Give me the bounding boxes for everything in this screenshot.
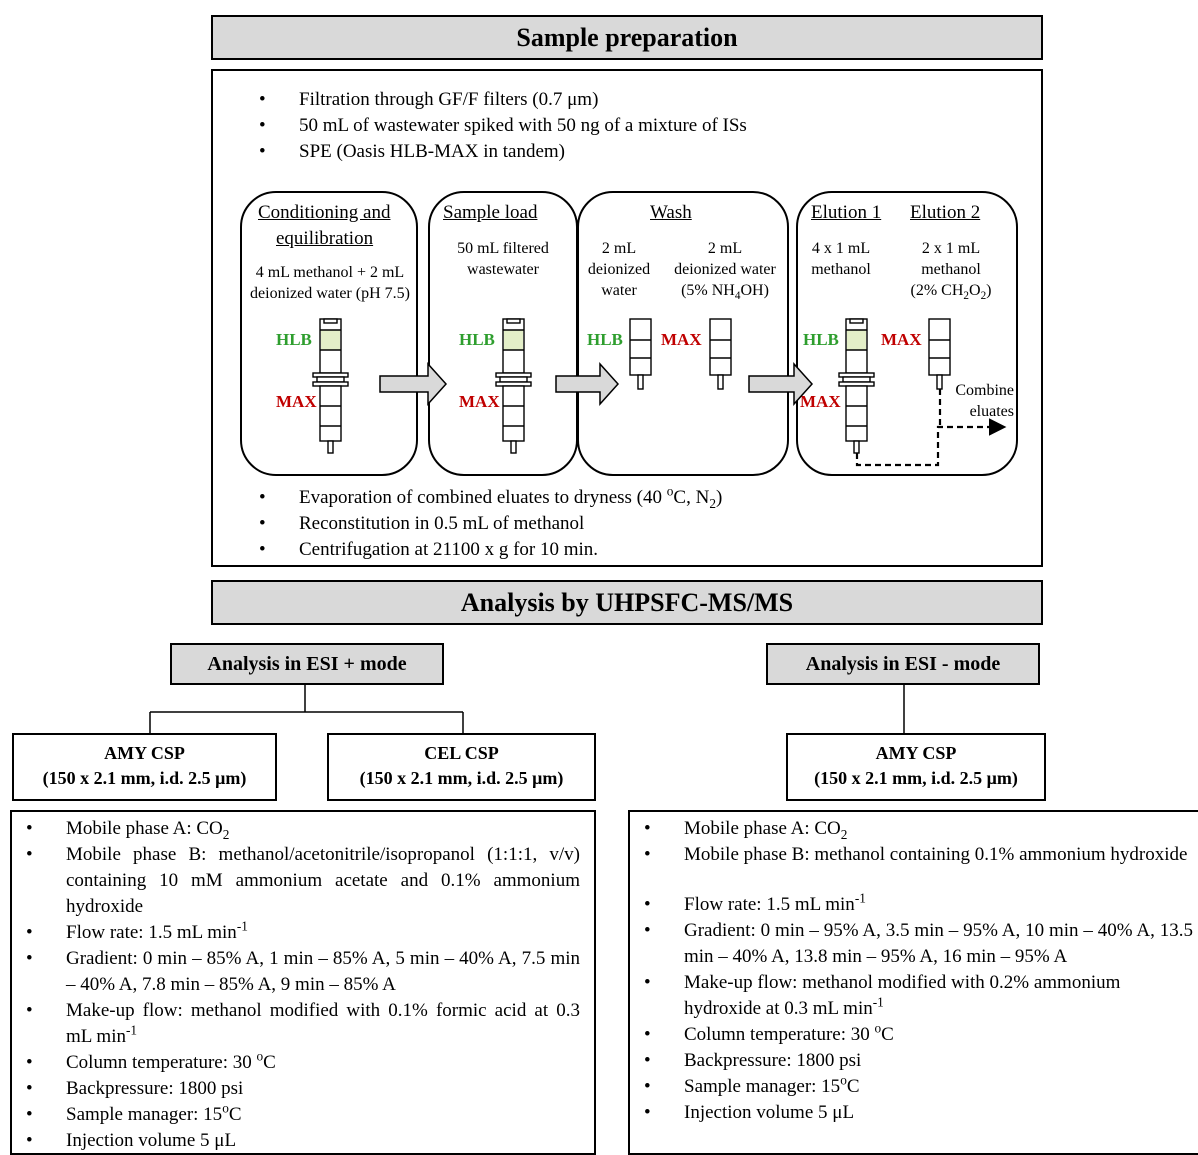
- label-max-elution-2: MAX: [881, 330, 922, 349]
- flow-arrow-icon: [379, 362, 814, 406]
- column-amy-positive: AMY CSP(150 x 2.1 mm, i.d. 2.5 μm): [12, 733, 277, 801]
- stage-elution: [796, 191, 1018, 476]
- stage-wash: [577, 191, 789, 476]
- prep-top-list: Filtration through GF/F filters (0.7 μm)…: [253, 87, 747, 165]
- stage-conditioning-title-2: equilibration: [276, 228, 374, 249]
- pos-mobile-phase-b: Mobile phase B: methanol/acetonitrile/is…: [20, 842, 580, 920]
- mode-esi-negative: Analysis in ESI - mode: [766, 643, 1040, 685]
- label-hlb-wash: HLB: [587, 330, 623, 349]
- pos-sample-manager: Sample manager: 15oC: [20, 1102, 580, 1128]
- cartridge-max-elution-icon: [928, 318, 951, 390]
- neg-flow-rate: Flow rate: 1.5 mL min-1: [638, 892, 1193, 918]
- neg-column-temperature: Column temperature: 30 oC: [638, 1022, 1193, 1048]
- column-cel-positive: CEL CSP(150 x 2.1 mm, i.d. 2.5 μm): [327, 733, 596, 801]
- prep-step-filtration: Filtration through GF/F filters (0.7 μm): [253, 87, 747, 113]
- neg-sample-manager: Sample manager: 15oC: [638, 1074, 1193, 1100]
- cartridge-hlb-wash-icon: [629, 318, 652, 390]
- analysis-header: Analysis by UHPSFC-MS/MS: [211, 580, 1043, 625]
- conditions-positive-box: Mobile phase A: CO2 Mobile phase B: meth…: [10, 810, 596, 1155]
- sample-preparation-header: Sample preparation: [211, 15, 1043, 60]
- neg-backpressure: Backpressure: 1800 psi: [638, 1048, 1193, 1074]
- stage-sample-load-title: Sample load: [443, 202, 538, 223]
- label-hlb-load: HLB: [459, 330, 495, 349]
- mode-esi-positive-label: Analysis in ESI + mode: [207, 652, 407, 675]
- pos-injection-volume: Injection volume 5 μL: [20, 1128, 580, 1154]
- cartridge-tandem-load-icon: [495, 318, 532, 454]
- column-amy-negative: AMY CSP(150 x 2.1 mm, i.d. 2.5 μm): [786, 733, 1046, 801]
- stage-conditioning-title-1: Conditioning and: [258, 202, 391, 223]
- conditions-negative-box: Mobile phase A: CO2 Mobile phase B: meth…: [628, 810, 1198, 1155]
- sample-preparation-title: Sample preparation: [516, 22, 738, 52]
- neg-injection-volume: Injection volume 5 μL: [638, 1100, 1193, 1126]
- prep-bottom-list: Evaporation of combined eluates to dryne…: [253, 485, 722, 563]
- label-hlb-conditioning: HLB: [276, 330, 312, 349]
- label-max-wash: MAX: [661, 330, 702, 349]
- pos-flow-rate: Flow rate: 1.5 mL min-1: [20, 920, 580, 946]
- neg-mobile-phase-a: Mobile phase A: CO2: [638, 816, 1193, 842]
- prep-step-centrifugation: Centrifugation at 21100 x g for 10 min.: [253, 537, 722, 563]
- cartridge-tandem-elution-icon: [838, 318, 875, 454]
- analysis-title: Analysis by UHPSFC-MS/MS: [460, 587, 794, 617]
- label-hlb-elution: HLB: [803, 330, 839, 349]
- pos-mobile-phase-a: Mobile phase A: CO2: [20, 816, 580, 842]
- conditions-positive-list: Mobile phase A: CO2 Mobile phase B: meth…: [20, 816, 580, 1154]
- stage-wash-title: Wash: [650, 202, 692, 223]
- mode-esi-positive: Analysis in ESI + mode: [170, 643, 444, 685]
- mode-connector-lines: [149, 685, 905, 733]
- mode-esi-negative-label: Analysis in ESI - mode: [805, 652, 1001, 675]
- pos-makeup-flow: Make-up flow: methanol modified with 0.1…: [20, 998, 580, 1050]
- cartridge-tandem-conditioning-icon: [312, 318, 349, 454]
- prep-step-spe: SPE (Oasis HLB-MAX in tandem): [253, 139, 747, 165]
- prep-step-evaporation: Evaporation of combined eluates to dryne…: [253, 485, 722, 511]
- combine-eluates-dashed-arrow: [855, 389, 1007, 467]
- pos-backpressure: Backpressure: 1800 psi: [20, 1076, 580, 1102]
- pos-gradient: Gradient: 0 min – 85% A, 1 min – 85% A, …: [20, 946, 580, 998]
- neg-mobile-phase-b: Mobile phase B: methanol containing 0.1%…: [638, 842, 1193, 868]
- neg-makeup-flow: Make-up flow: methanol modified with 0.2…: [638, 970, 1193, 1022]
- label-max-conditioning: MAX: [276, 392, 317, 411]
- prep-step-reconstitution: Reconstitution in 0.5 mL of methanol: [253, 511, 722, 537]
- pos-column-temperature: Column temperature: 30 oC: [20, 1050, 580, 1076]
- label-max-load: MAX: [459, 392, 500, 411]
- label-max-elution-1: MAX: [800, 392, 841, 411]
- cartridge-max-wash-icon: [709, 318, 732, 390]
- conditions-negative-list: Mobile phase A: CO2 Mobile phase B: meth…: [638, 816, 1193, 1126]
- prep-step-spike: 50 mL of wastewater spiked with 50 ng of…: [253, 113, 747, 139]
- neg-gradient: Gradient: 0 min – 95% A, 3.5 min – 95% A…: [638, 918, 1193, 970]
- stage-elution1-title: Elution 1: [811, 202, 882, 223]
- stage-elution2-title: Elution 2: [910, 202, 981, 223]
